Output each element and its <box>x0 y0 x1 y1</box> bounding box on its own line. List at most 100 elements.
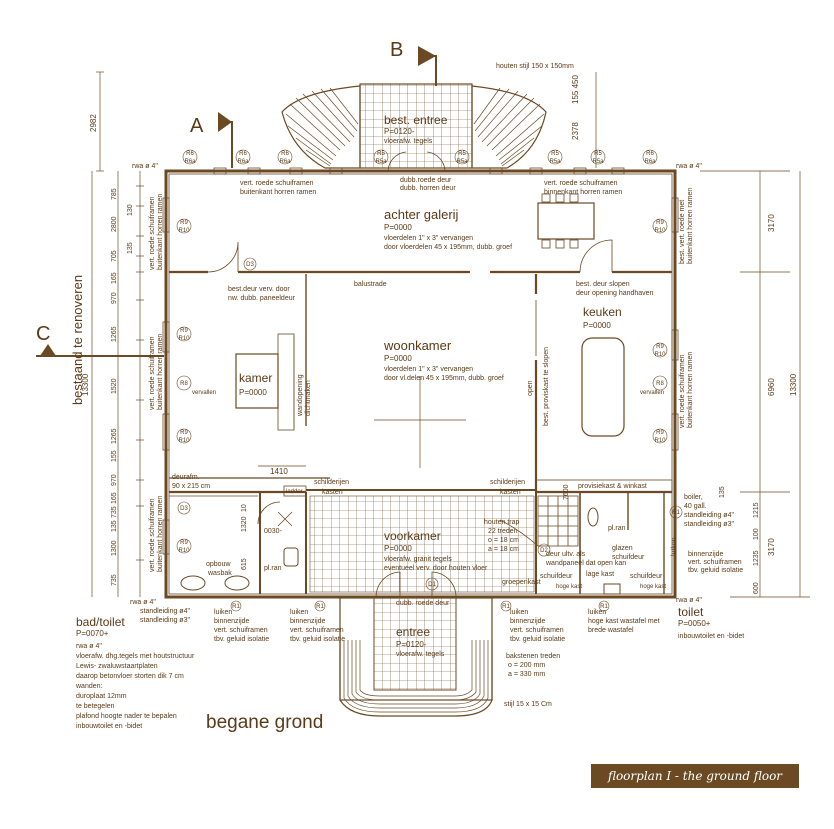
label: a = 330 mm <box>508 671 545 678</box>
bath-note: te betegelen <box>76 703 115 710</box>
window-tag: R9 <box>656 344 664 350</box>
room-woonkamer-level: P=0000 <box>384 354 412 363</box>
bath-note: inbouwtoilet en -bidet <box>76 723 142 730</box>
window-tag: R6a <box>279 159 291 165</box>
label: dubb. horren deur <box>400 185 456 192</box>
label: glazen <box>612 545 633 552</box>
window-tag: R6 <box>646 151 654 157</box>
label: deur ultv. als <box>546 551 586 558</box>
window-tag: R5a <box>549 159 561 165</box>
label: houten trap <box>484 519 520 526</box>
label: dubb.roede deur <box>400 177 452 184</box>
label: wandopening <box>297 374 304 417</box>
window-tag: R9 <box>656 430 664 436</box>
window-tag: R5a <box>375 159 387 165</box>
room-entree-note: vloerafw. tegels <box>396 651 445 658</box>
dim: 155 450 <box>571 75 580 104</box>
label: vervallen <box>192 390 216 396</box>
label: buitenkant horren ramen <box>687 352 694 428</box>
label: groepenkast <box>502 579 541 586</box>
window-tag: R9 <box>180 540 188 546</box>
door-tag: R1 <box>316 604 324 610</box>
dim: 600 <box>753 582 760 594</box>
dim: 970 <box>111 292 118 304</box>
dim: 3170 <box>767 538 776 556</box>
window-tag: R10 <box>654 438 666 444</box>
bath-notes-heading: vloerafw. dhg.tegels met houtstructuur <box>76 653 195 660</box>
section-marker-a: A <box>190 115 204 137</box>
door-tag: D1 <box>428 582 436 588</box>
label: vert. schuiframen <box>688 559 742 566</box>
door-tag: D2 <box>540 548 548 554</box>
dim: 785 <box>111 188 118 200</box>
bath-note: duroplaat 12mm <box>76 693 127 700</box>
door-tag: R1 <box>502 604 510 610</box>
label: wasbak <box>207 570 232 577</box>
dim: 735 <box>111 506 118 518</box>
room-entree: entree <box>396 625 430 639</box>
label: tbv. geluid isolatie <box>290 636 345 643</box>
dim: 1320 <box>241 516 248 532</box>
label: 615 <box>241 558 248 570</box>
label: opbouw <box>206 561 231 568</box>
label: vervallen <box>640 390 664 396</box>
room-woonkamer-note1: vloerdelen 1" x 3" vervangen <box>384 366 473 373</box>
section-marker-b: B <box>390 39 403 61</box>
label: o = 18 cm <box>488 537 519 544</box>
dim: 6960 <box>767 378 776 396</box>
kitchen-island <box>581 337 625 437</box>
label: schilderijen <box>314 479 349 486</box>
window-tag: R6 <box>281 151 289 157</box>
dim: 970 <box>111 474 118 486</box>
window-tag: R9 <box>180 328 188 334</box>
label: a = 18 cm <box>488 546 519 553</box>
label: schuifdeur <box>540 573 573 580</box>
label: rwa ø 4" <box>676 597 702 604</box>
label: buitenkant horren ramen <box>240 189 316 196</box>
label: hoge kast wastafel met <box>588 618 660 625</box>
dim: 3170 <box>767 214 776 232</box>
window-tag: R10 <box>178 336 190 342</box>
label: vert. roede schuiframen <box>149 196 156 270</box>
label: dubb. roede deur <box>396 600 450 607</box>
label: buitenkant horren ramen <box>157 496 164 572</box>
label: binnenzijde <box>214 618 250 625</box>
dim: 1235 <box>753 550 760 566</box>
label: luiken <box>290 609 308 616</box>
room-achter-galerij-note2: door vloerdelen 45 x 195mm, dubb. groef <box>384 244 512 251</box>
label: stijl 15 x 15 Cm <box>504 701 552 708</box>
dim: 10 <box>241 504 248 512</box>
room-keuken-level: P=0000 <box>583 321 611 330</box>
label: tbv. geluid isolatie <box>214 636 269 643</box>
outer-wall <box>164 169 677 599</box>
label: ladder <box>286 489 303 495</box>
label: vert. roede schuiframen <box>240 180 314 187</box>
window-tag: R10 <box>654 228 666 234</box>
dim: 2982 <box>89 114 98 132</box>
bath-note: Lewis- zwaluwstaartplaten <box>76 663 158 670</box>
label: binnenzijde <box>688 551 724 558</box>
door-tag: R1 <box>672 510 680 516</box>
label: lutken <box>671 537 678 556</box>
label: kasten <box>322 489 343 496</box>
bath-note: daarop betonvloer storten dik 7 cm <box>76 673 184 680</box>
label: hoge kast <box>556 584 582 590</box>
label: vert. roede schuiframen <box>149 336 156 410</box>
dim: 735 <box>111 574 118 586</box>
rear-stairs <box>281 83 547 169</box>
window-tag: D3 <box>180 506 188 512</box>
label: vert. schuiframen <box>290 627 344 634</box>
dim: 2800 <box>111 216 118 232</box>
window-tag: R10 <box>178 438 190 444</box>
label: best. vert. roede met <box>679 200 686 264</box>
room-toilet-note: inbouwtoilet en -bidet <box>678 633 744 640</box>
label: rwa ø 4" <box>130 599 156 606</box>
bath-note: plafond hoogte nader te bepalen <box>76 713 177 720</box>
window-tag: R8 <box>180 381 188 387</box>
label: open <box>527 380 534 396</box>
window-tag: R5 <box>377 151 385 157</box>
staircase <box>499 495 579 547</box>
label: vert. roede schuiframen <box>149 498 156 572</box>
label: 40 gall. <box>684 503 707 510</box>
